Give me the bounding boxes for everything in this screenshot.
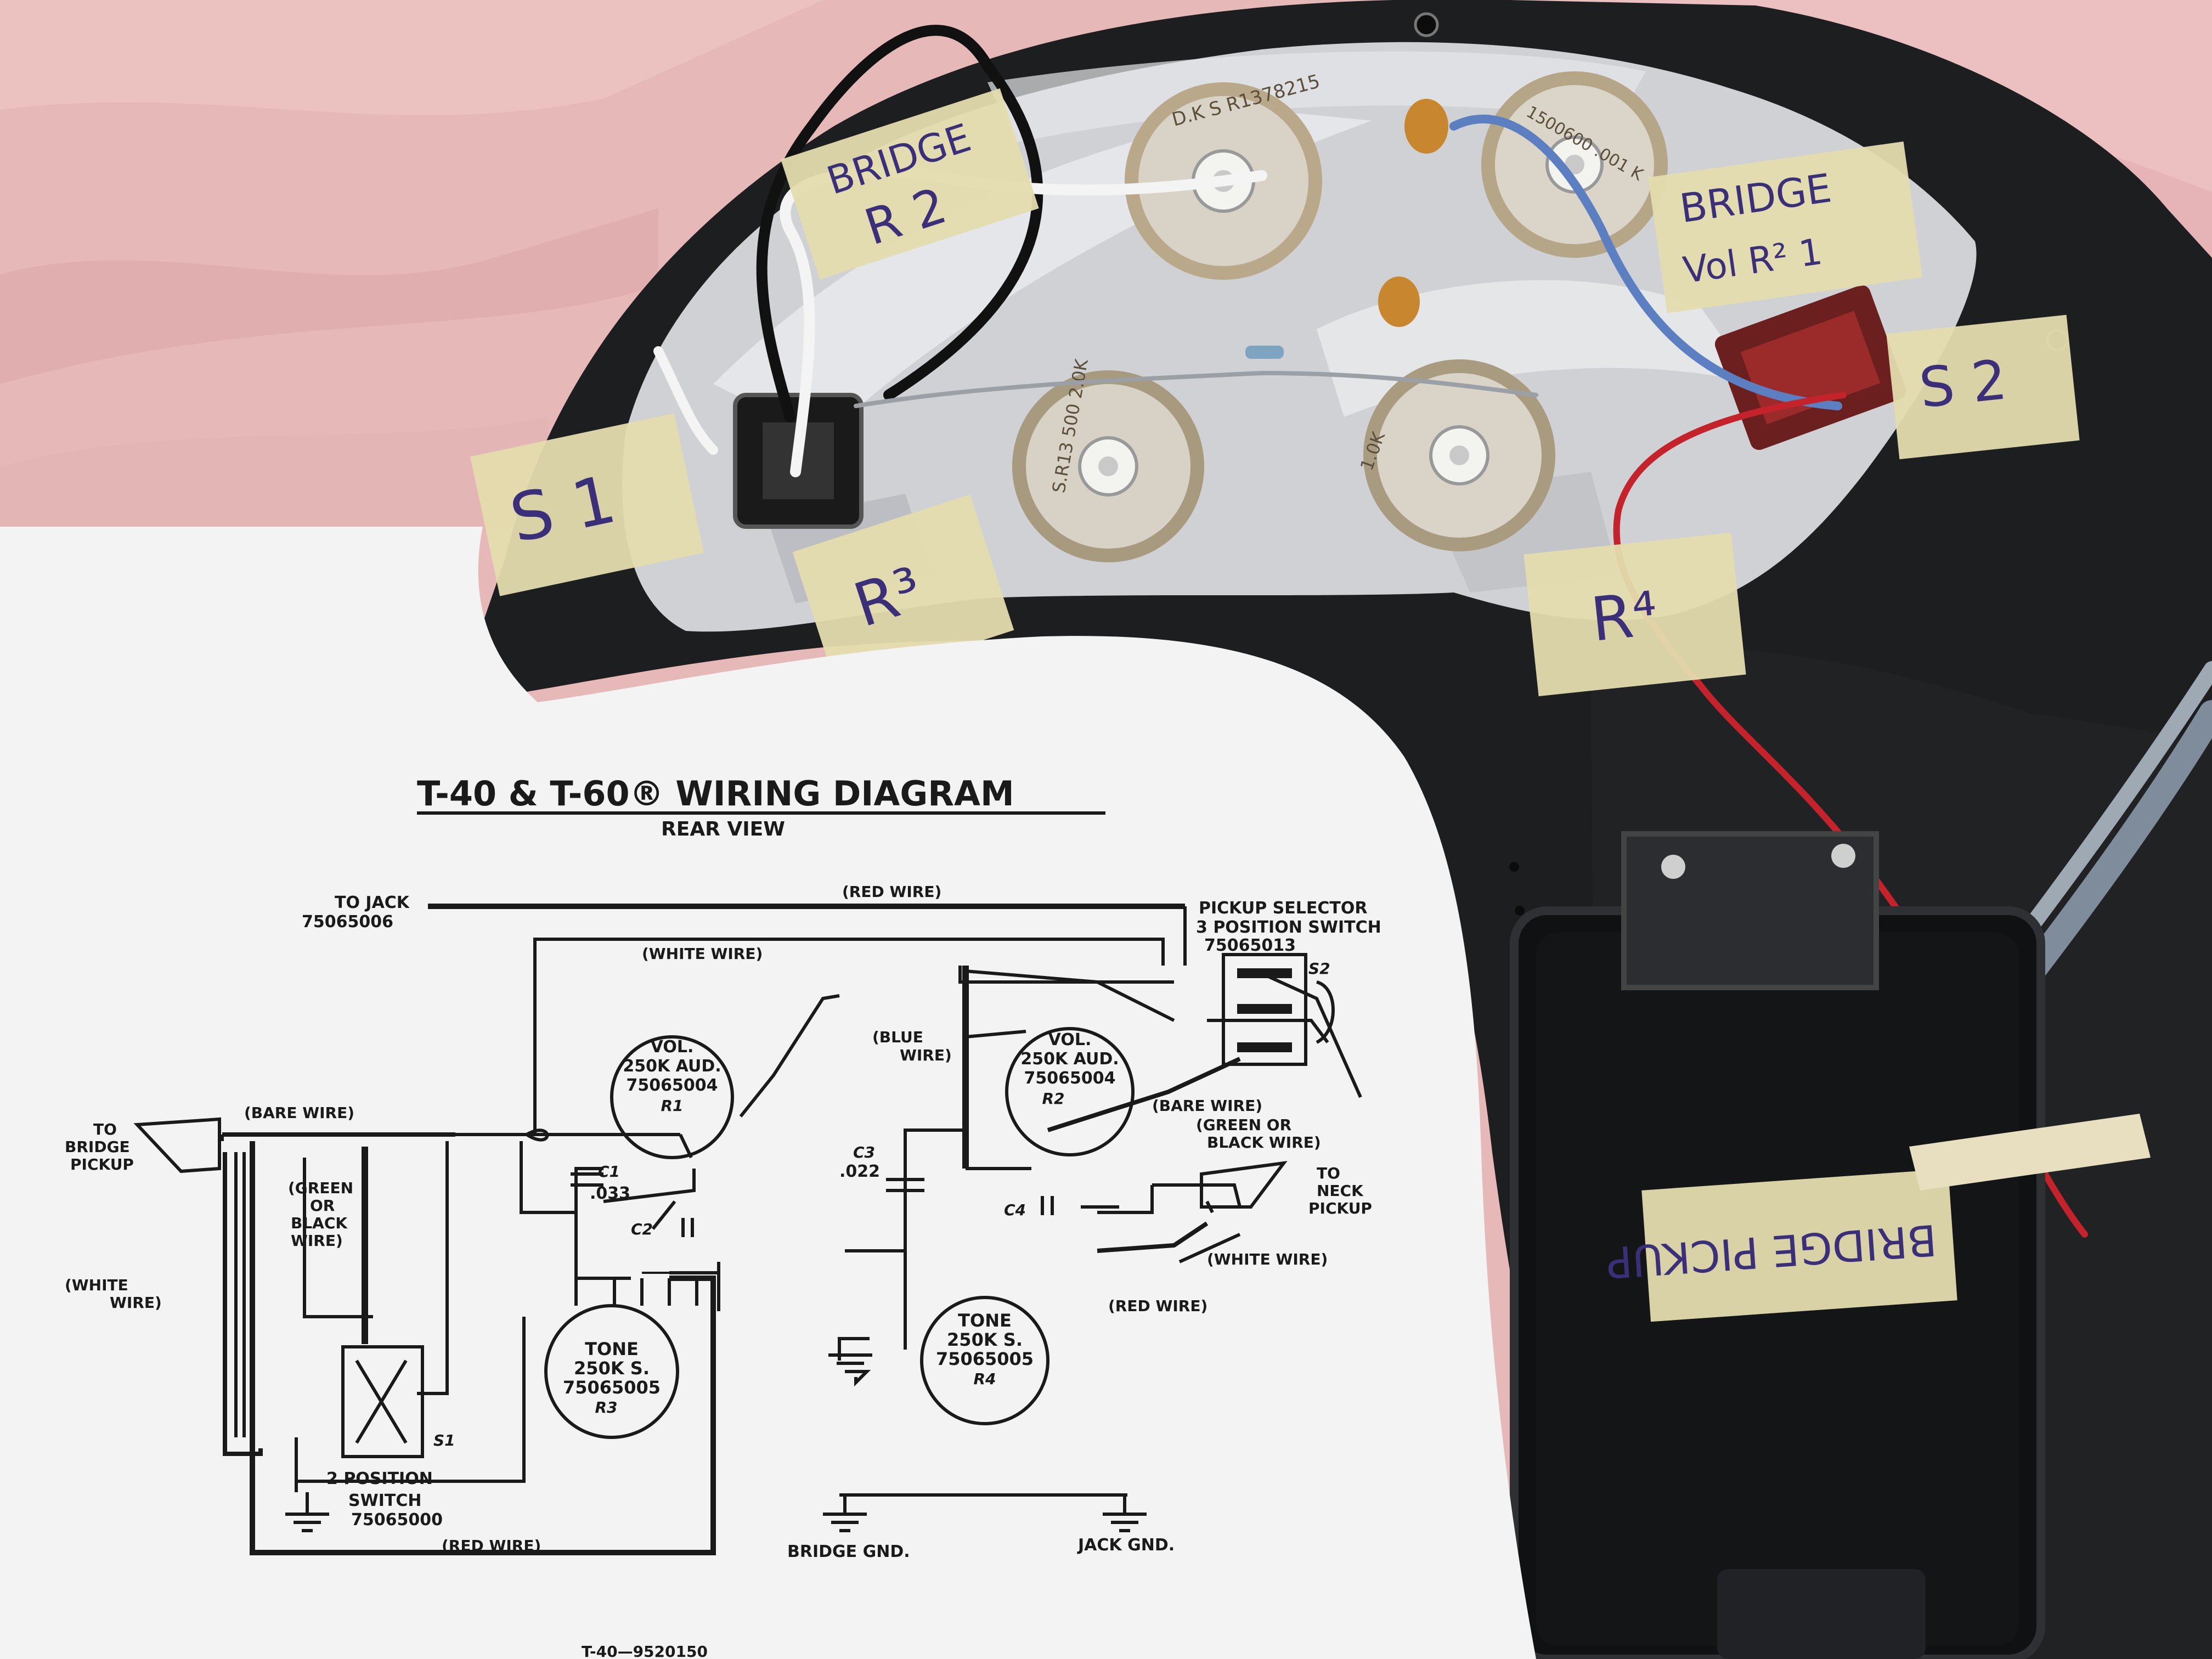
label-blue-wire-1: (BLUE xyxy=(872,1028,923,1046)
tape-bridge-r2: BRIDGE R 2 xyxy=(781,88,1039,280)
capacitor-symbols xyxy=(571,1172,1054,1237)
pot-r2-id: R2 xyxy=(1042,1090,1064,1108)
label-red-wire-top: (RED WIRE) xyxy=(842,883,941,901)
potentiometer-r3: S.R13 500 2.0K xyxy=(1012,357,1204,562)
pot-r4-symbol xyxy=(920,1296,1049,1425)
pot-r2-line1: VOL. xyxy=(1048,1030,1092,1049)
pot-r1-id: R1 xyxy=(661,1097,683,1115)
label-bridge-gnd: BRIDGE GND. xyxy=(787,1542,910,1561)
diagram-subtitle: REAR VIEW xyxy=(661,818,785,840)
switch-s2-symbol xyxy=(1222,953,1307,1066)
label-green-black-3: BLACK xyxy=(291,1214,348,1232)
pot-r2-line3: 75065004 xyxy=(1024,1069,1116,1088)
tape-bridge-vol: BRIDGE Vol R² 1 xyxy=(1648,141,1923,313)
pot-r1-line2: 250K AUD. xyxy=(623,1057,721,1076)
label-red-wire-mid: (RED WIRE) xyxy=(1108,1297,1207,1315)
pot-r4-line2: 250K S. xyxy=(947,1329,1023,1350)
label-to-bridge-1: TO xyxy=(93,1120,117,1138)
label-c2: C2 xyxy=(631,1220,653,1238)
pot-r3-symbol xyxy=(544,1304,679,1439)
tape-r4-text: R⁴ xyxy=(1588,578,1661,655)
label-green-black-2: OR xyxy=(310,1197,335,1215)
label-to-bridge-3: PICKUP xyxy=(70,1155,134,1173)
pot-r4-id: R4 xyxy=(973,1370,996,1388)
label-green-black-right-2: BLACK WIRE) xyxy=(1207,1133,1321,1152)
label-to-jack: TO JACK xyxy=(335,893,410,912)
tape-r4: R⁴ xyxy=(1523,532,1746,697)
switch-s1-symbol xyxy=(341,1345,424,1458)
tape-r3: R³ xyxy=(792,494,1014,688)
label-to-neck-1: TO xyxy=(1317,1164,1340,1182)
label-white-wire-right: (WHITE WIRE) xyxy=(1207,1250,1328,1268)
label-c3: C3 xyxy=(853,1143,875,1161)
label-green-black-right-1: (GREEN OR xyxy=(1196,1116,1291,1134)
label-white-wire-left-2: WIRE) xyxy=(110,1294,162,1312)
tape-s2-text: S 2 xyxy=(1916,347,2010,420)
capacitor-c1 xyxy=(1404,99,1448,154)
pot-r3-line2: 250K S. xyxy=(574,1358,650,1379)
label-white-wire-left-1: (WHITE xyxy=(65,1276,128,1294)
label-c1: C1 xyxy=(598,1163,620,1181)
tape-bridge-pickup: BRIDGE PICKUP xyxy=(1605,1169,1957,1322)
potentiometer-r4: 1.0K xyxy=(1356,359,1555,551)
resistor xyxy=(1245,346,1284,359)
neck-pickup-connector xyxy=(1200,1161,1288,1209)
pot-r4-line1: TONE xyxy=(958,1310,1012,1331)
label-c3-value: .022 xyxy=(839,1162,880,1181)
pot-r1-symbol xyxy=(610,1035,734,1159)
label-c1-value: .033 xyxy=(590,1184,630,1203)
screw-hole-top xyxy=(1414,12,1439,37)
tape-s2: S 2 xyxy=(1886,314,2080,460)
label-pickup-selector-2: 3 POSITION SWITCH xyxy=(1196,918,1381,937)
pot-r3-line3: 75065005 xyxy=(563,1377,661,1398)
bridge-pickup-connector xyxy=(133,1117,221,1173)
wiring-lines xyxy=(221,904,1362,1555)
label-red-wire-bottom: (RED WIRE) xyxy=(442,1537,541,1555)
label-to-jack-part: 75065006 xyxy=(302,912,393,932)
label-switch-2: SWITCH xyxy=(348,1491,421,1510)
label-to-bridge-2: BRIDGE xyxy=(65,1138,130,1156)
label-pickup-selector-3: 75065013 xyxy=(1204,936,1296,955)
label-jack-gnd: JACK GND. xyxy=(1077,1536,1175,1555)
label-bare-wire-left: (BARE WIRE) xyxy=(244,1104,354,1122)
label-pickup-selector-1: PICKUP SELECTOR xyxy=(1199,899,1367,918)
pot-r3-id: R3 xyxy=(595,1398,617,1417)
label-green-black-1: (GREEN xyxy=(288,1179,353,1197)
pot-r1-line3: 75065004 xyxy=(627,1076,718,1095)
label-to-neck-2: NECK xyxy=(1317,1182,1364,1200)
label-bare-wire-right: (BARE WIRE) xyxy=(1152,1097,1262,1115)
ground-symbols xyxy=(285,1353,1147,1532)
label-white-wire-top: (WHITE WIRE) xyxy=(642,945,763,963)
pot-r4-line3: 75065005 xyxy=(936,1348,1034,1369)
pot-r2-symbol xyxy=(1005,1027,1135,1156)
tape-wire-tag xyxy=(1909,1114,2151,1190)
capacitor-c2 xyxy=(1378,276,1420,327)
label-s1: S1 xyxy=(433,1431,455,1449)
pot-r2-line2: 250K AUD. xyxy=(1020,1049,1119,1069)
label-green-black-4: WIRE) xyxy=(291,1232,343,1250)
label-s2: S2 xyxy=(1308,960,1330,978)
label-switch-3: 75065000 xyxy=(351,1510,443,1530)
pot-r1-line1: VOL. xyxy=(651,1037,694,1057)
potentiometer-r1-bridge-vol: 1500600 .001 K xyxy=(1481,71,1668,258)
diagram-title: T-40 & T-60® WIRING DIAGRAM xyxy=(417,774,1014,814)
label-c4: C4 xyxy=(1004,1201,1026,1219)
label-blue-wire-2: WIRE) xyxy=(900,1046,952,1064)
label-to-neck-3: PICKUP xyxy=(1308,1199,1372,1217)
wiring-diagram-paper xyxy=(0,527,1536,1659)
label-switch-1: 2 POSITION xyxy=(326,1469,433,1488)
pot-r3-line1: TONE xyxy=(585,1339,639,1359)
diagram-part-number: T-40—9520150 xyxy=(582,1643,708,1659)
wiring-diagram: T-40 & T-60® WIRING DIAGRAM REAR VIEW xyxy=(65,774,1381,1659)
tape-s1: S 1 xyxy=(470,413,704,596)
